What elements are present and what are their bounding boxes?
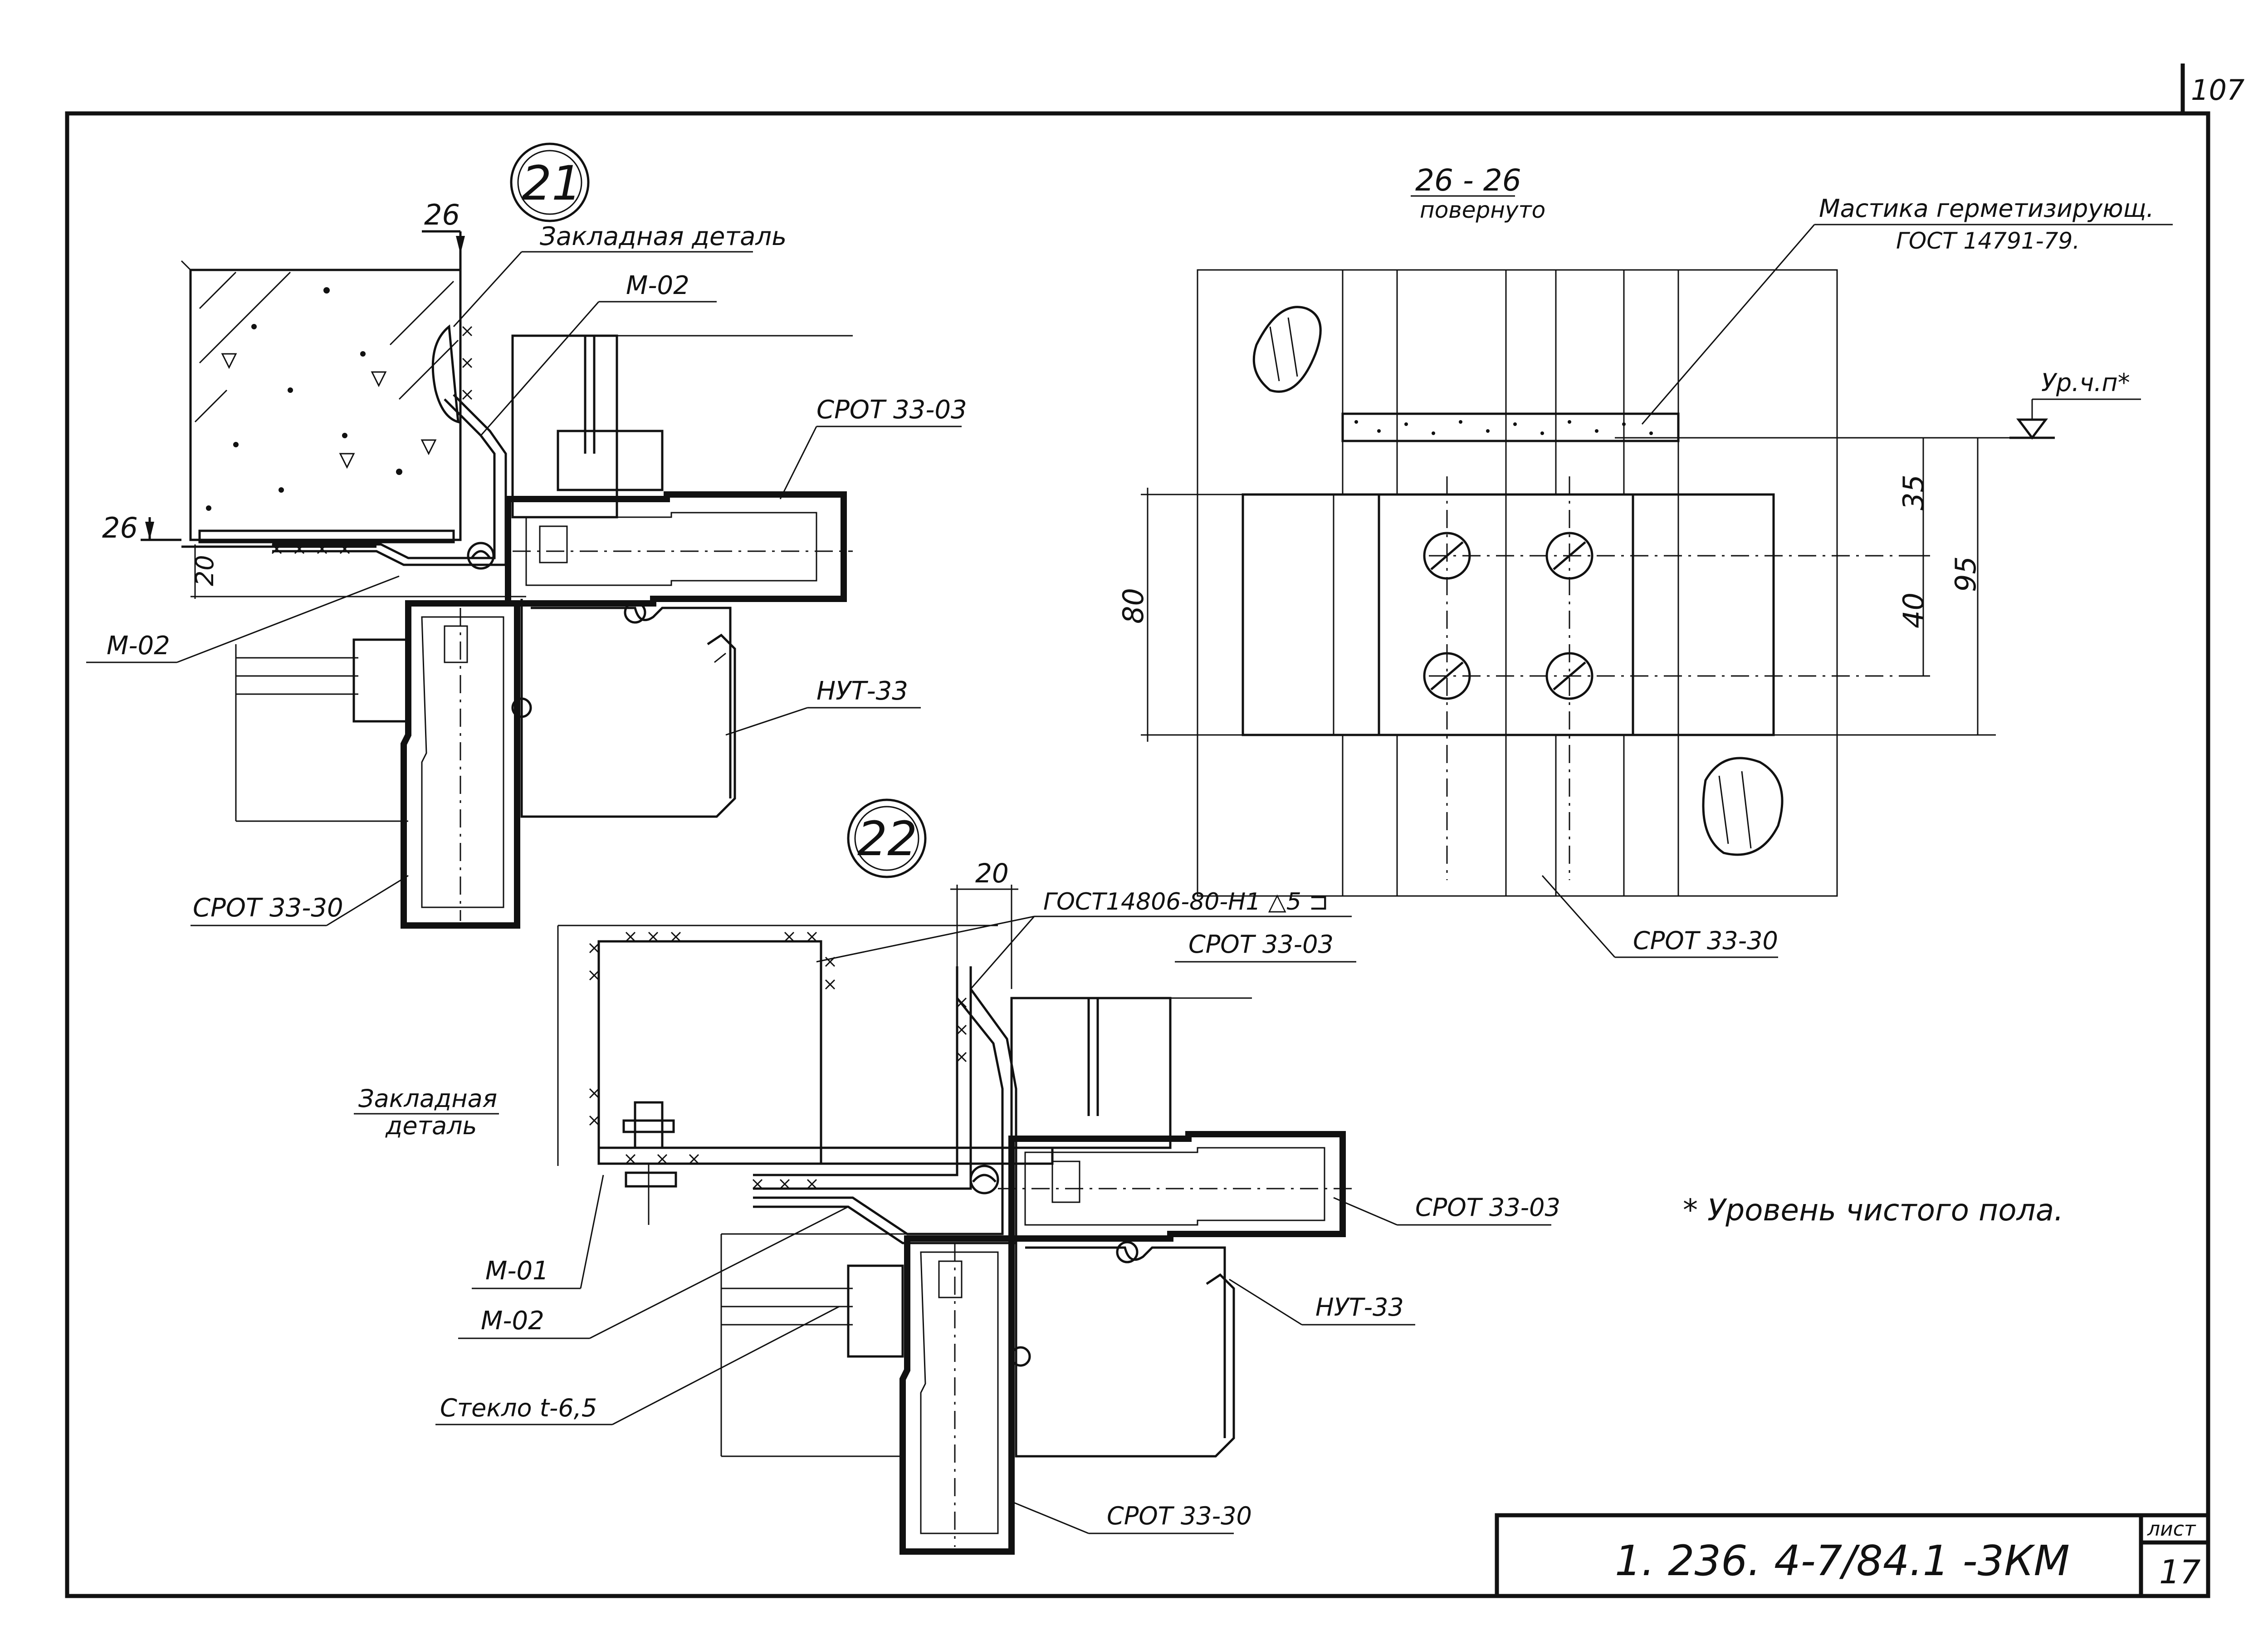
label-srot-33-30-section: СРОТ 33-30	[1633, 926, 1778, 955]
label-srot-33-30-22: СРОТ 33-30	[1107, 1502, 1252, 1530]
sheet-number: 17	[2159, 1553, 2201, 1591]
sheet-frame	[65, 111, 2210, 1598]
label-m01-22: М-01	[485, 1256, 549, 1286]
nut-33-profile-22	[1015, 1239, 1235, 1458]
nut-33-profile-21	[520, 599, 736, 818]
label-srot-33-03-21: СРОТ 33-03	[816, 395, 967, 425]
sheet-label: лист	[2147, 1518, 2196, 1541]
footnote: * Уровень чистого пола.	[1683, 1193, 2063, 1228]
detail-22: 22 20	[354, 798, 1560, 1555]
dim-20-22: 20	[975, 858, 1009, 889]
srot-33-30-profile-21	[401, 600, 520, 929]
bolt-group	[1423, 532, 1593, 700]
detail-marker-21	[510, 142, 590, 222]
dim-35: 35	[1897, 475, 1930, 510]
dim-95: 95	[1949, 556, 1982, 592]
srot-33-03-profile-22	[1008, 1131, 1346, 1242]
section-mark-26-top: 26	[424, 198, 460, 231]
concrete-aggregate-1	[1252, 306, 1322, 393]
detail-21: 21	[86, 142, 967, 929]
dim-20-21: 20	[191, 555, 219, 586]
sealant-band	[1341, 412, 1680, 442]
label-embedded-part-22-line2: деталь	[385, 1111, 477, 1140]
label-srot-33-03-right-22: СРОТ 33-03	[1415, 1193, 1560, 1222]
label-srot-33-30-21: СРОТ 33-30	[193, 893, 343, 923]
label-m02-22: М-02	[481, 1306, 544, 1336]
srot-33-03-profile-21	[505, 491, 847, 607]
label-m02-top-21: М-02	[626, 271, 689, 300]
concrete-aggregate-2	[1702, 757, 1784, 856]
section-title: 26 - 26	[1415, 163, 1521, 198]
m02-bracket-22	[753, 966, 958, 1176]
dim-80: 80	[1117, 588, 1150, 624]
section-mark-26-left: 26	[102, 511, 138, 544]
label-embedded-part-22-line1: Закладная	[358, 1084, 497, 1113]
srot-33-30-profile-22	[899, 1235, 1015, 1555]
corner-number: 107	[2191, 73, 2244, 107]
label-srot-33-03-top-22: СРОТ 33-03	[1188, 930, 1334, 959]
embedded-part-22	[597, 940, 822, 1165]
section-26-26: 26 - 26 повернуто	[1117, 163, 2173, 958]
drawing-code: 1. 236. 4-7/84.1 -3КМ	[1615, 1537, 2070, 1585]
label-glass-22: Стекло t-6,5	[440, 1394, 597, 1422]
connection-plate	[1242, 493, 1775, 736]
floor-level-label: Ур.ч.п*	[2041, 368, 2130, 397]
sealant-label: Мастика герметизирующ.	[1819, 194, 2154, 223]
label-nut-33-22: НУТ-33	[1315, 1293, 1404, 1322]
section-subtitle: повернуто	[1420, 197, 1545, 223]
label-nut-33-21: НУТ-33	[816, 676, 908, 706]
concrete-block	[189, 269, 462, 541]
label-embedded-part-21: Закладная деталь	[540, 222, 787, 251]
label-m02-left-21: М-02	[107, 631, 170, 661]
title-block: 1. 236. 4-7/84.1 -3КМ лист 17	[1495, 1513, 2210, 1598]
detail-marker-21-label: 21	[522, 156, 582, 211]
dim-40: 40	[1897, 592, 1930, 628]
weld-std-label: ГОСТ14806-80-Н1 △5 ⊐	[1043, 888, 1329, 916]
detail-marker-22	[847, 798, 927, 878]
sealant-std-label: ГОСТ 14791-79.	[1896, 228, 2080, 254]
detail-marker-22-label: 22	[857, 811, 917, 867]
embedded-plate-21	[431, 324, 459, 424]
